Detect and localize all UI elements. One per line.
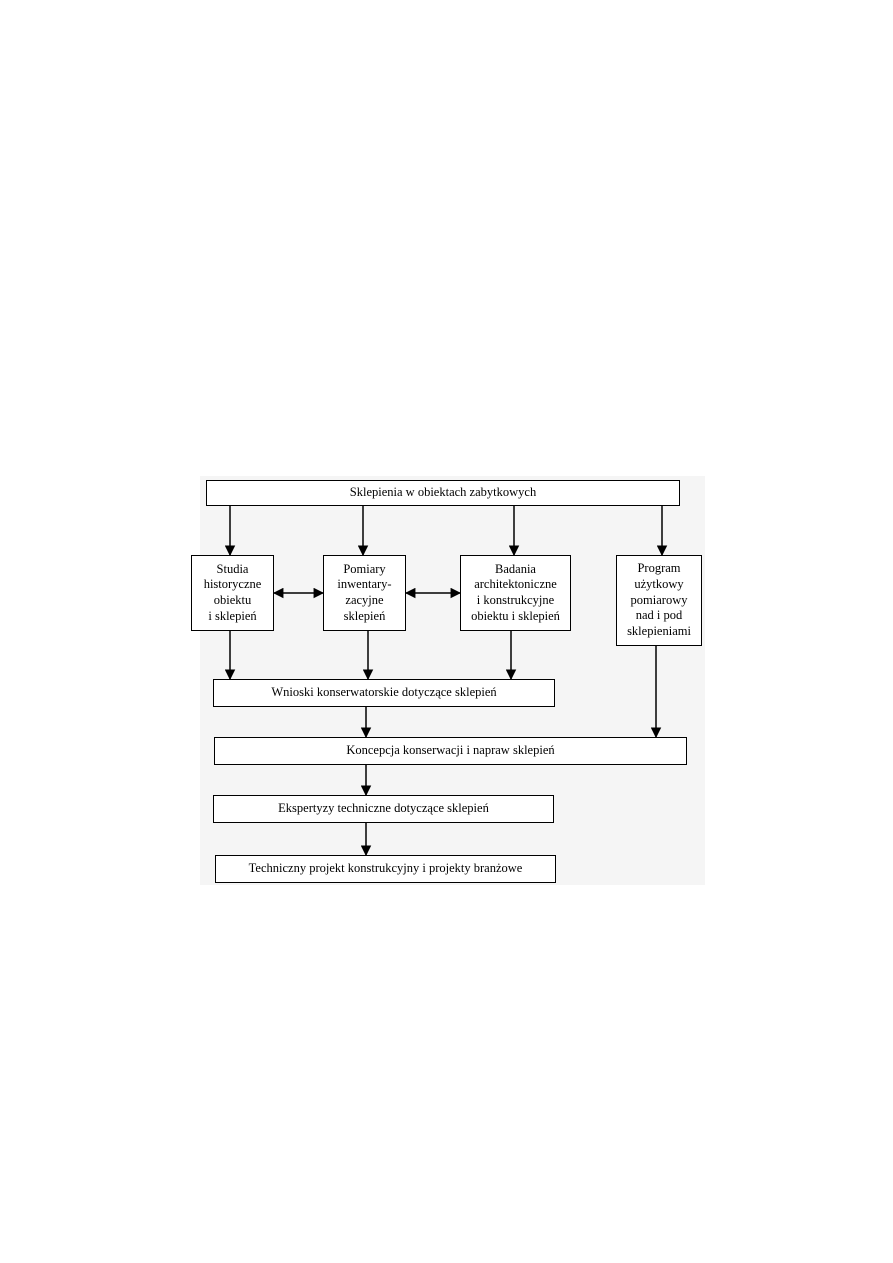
box-projekt: Techniczny projekt konstrukcyjny i proje…	[215, 855, 556, 883]
box-projekt-label: Techniczny projekt konstrukcyjny i proje…	[248, 861, 523, 876]
box-wnioski: Wnioski konserwatorskie dotyczące sklepi…	[213, 679, 555, 707]
box-wnioski-label: Wnioski konserwatorskie dotyczące sklepi…	[271, 685, 497, 700]
box-koncepcja: Koncepcja konserwacji i napraw sklepień	[214, 737, 687, 765]
box-badania-label: Badania architektoniczne i konstrukcyjne…	[471, 561, 560, 623]
box-program-label: Program użytkowy pomiarowy nad i pod skl…	[627, 561, 691, 638]
box-pomiary: Pomiary inwentary- zacyjne sklepień	[323, 555, 406, 631]
box-studia: Studia historyczne obiektu i sklepień	[191, 555, 274, 631]
box-sklepienia: Sklepienia w obiektach zabytkowych	[206, 480, 680, 506]
box-pomiary-label: Pomiary inwentary- zacyjne sklepień	[337, 561, 392, 623]
box-ekspertyzy: Ekspertyzy techniczne dotyczące sklepień	[213, 795, 554, 823]
box-koncepcja-label: Koncepcja konserwacji i napraw sklepień	[346, 743, 555, 758]
box-sklepienia-label: Sklepienia w obiektach zabytkowych	[349, 485, 537, 500]
box-studia-label: Studia historyczne obiektu i sklepień	[203, 561, 262, 623]
box-badania: Badania architektoniczne i konstrukcyjne…	[460, 555, 571, 631]
box-ekspertyzy-label: Ekspertyzy techniczne dotyczące sklepień	[278, 801, 489, 816]
box-program: Program użytkowy pomiarowy nad i pod skl…	[616, 555, 702, 646]
